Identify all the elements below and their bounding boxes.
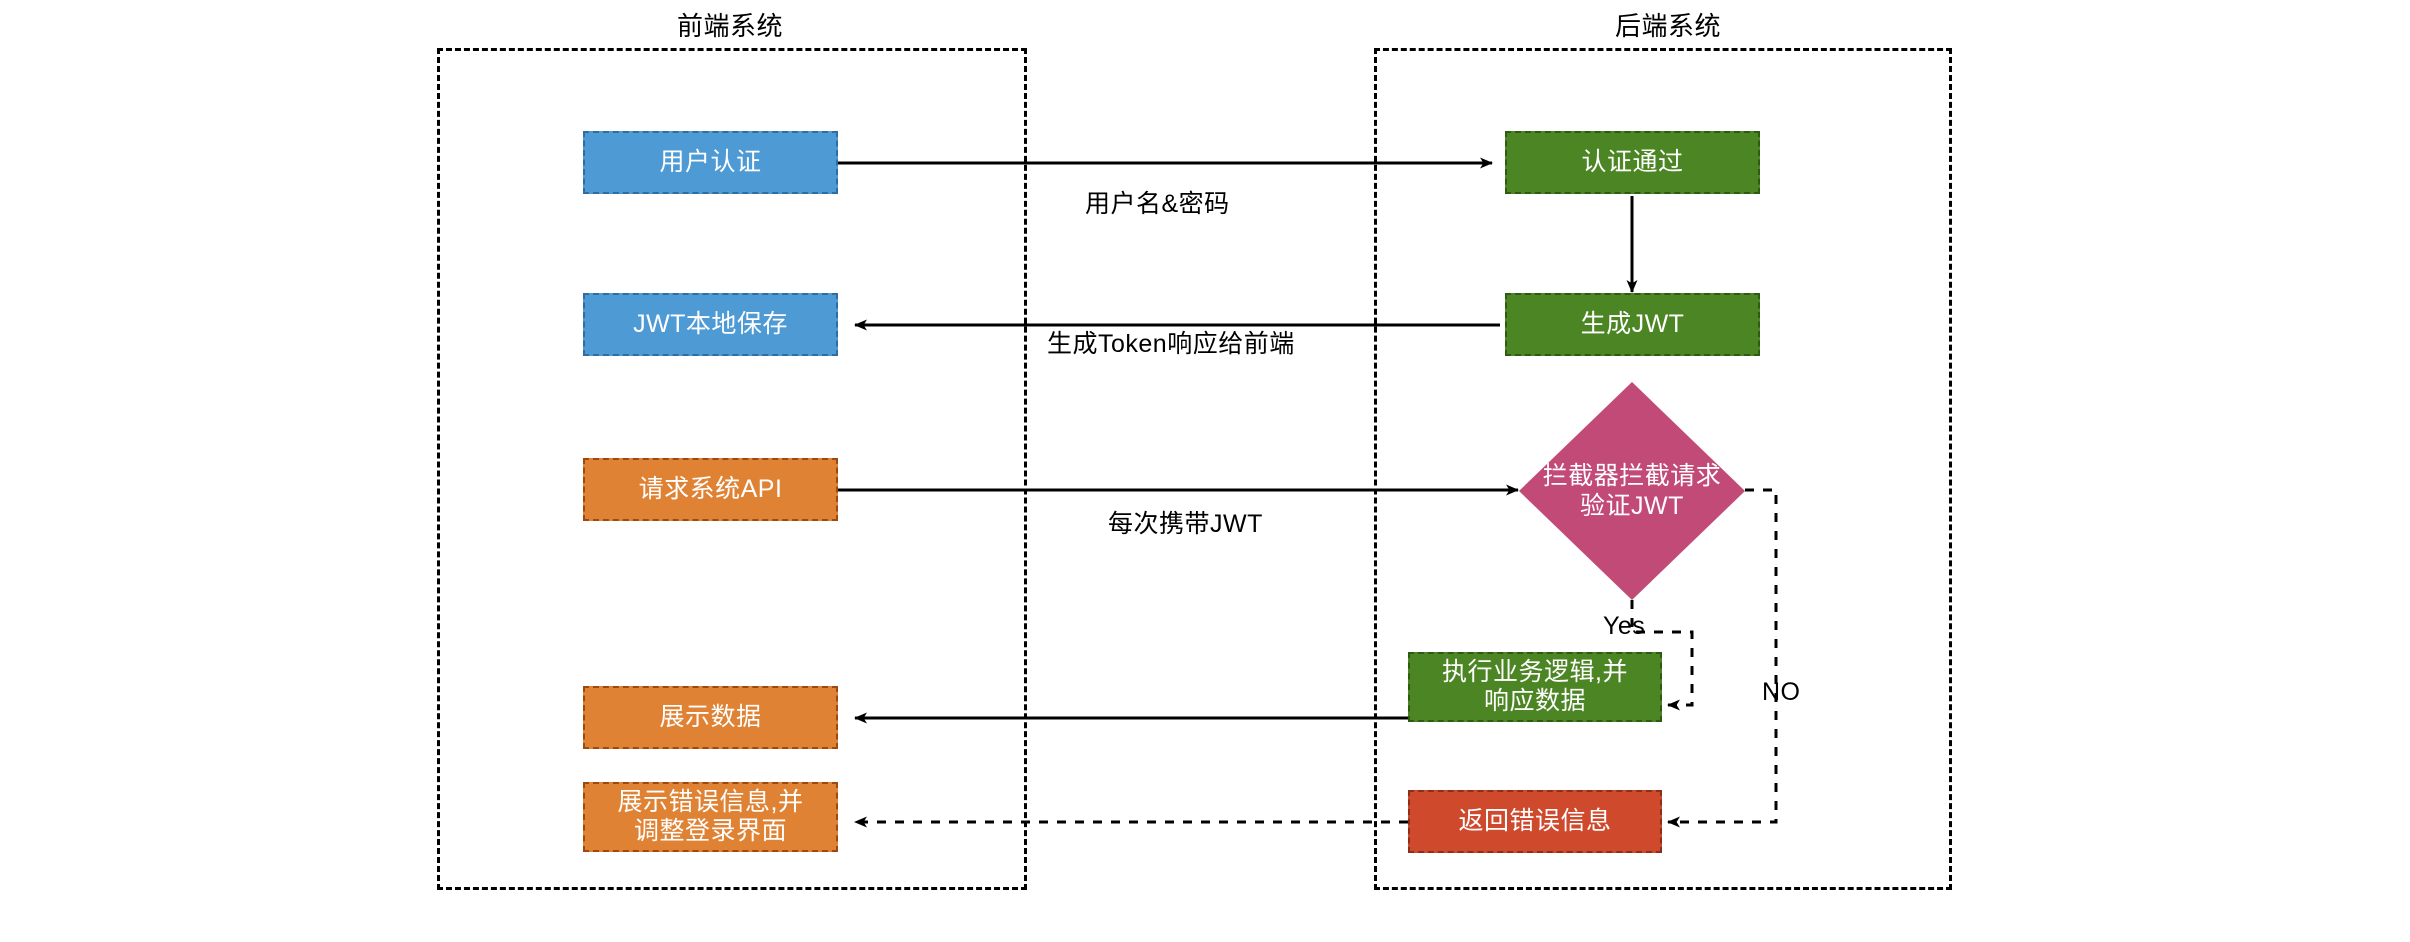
lane-title-backend: 后端系统 xyxy=(1614,11,1721,41)
node-auth-passed[interactable]: 认证通过 xyxy=(1505,131,1760,194)
edge-label-yes: Yes xyxy=(1603,612,1646,640)
node-generate-jwt[interactable]: 生成JWT xyxy=(1505,293,1760,356)
edge-label-token-response: 生成Token响应给前端 xyxy=(1047,330,1295,358)
node-user-auth[interactable]: 用户认证 xyxy=(583,131,838,194)
edge-label-carry-jwt: 每次携带JWT xyxy=(1108,510,1263,538)
node-jwt-local-save[interactable]: JWT本地保存 xyxy=(583,293,838,356)
node-show-error[interactable]: 展示错误信息,并 调整登录界面 xyxy=(583,782,838,852)
lane-title-frontend: 前端系统 xyxy=(676,11,783,41)
node-interceptor-verify-jwt[interactable]: 拦截器拦截请求 验证JWT xyxy=(1519,382,1745,600)
node-interceptor-line1: 拦截器拦截请求 xyxy=(1542,462,1722,490)
node-interceptor-label: 拦截器拦截请求 验证JWT xyxy=(1543,461,1722,521)
node-business-logic-line1: 执行业务逻辑,并 xyxy=(1442,657,1628,686)
node-interceptor-line2: 验证JWT xyxy=(1580,492,1684,520)
node-business-logic[interactable]: 执行业务逻辑,并 响应数据 xyxy=(1408,652,1662,722)
node-business-logic-line2: 响应数据 xyxy=(1483,687,1586,715)
node-return-error[interactable]: 返回错误信息 xyxy=(1408,790,1662,853)
node-show-error-line1: 展示错误信息,并 xyxy=(617,787,804,816)
edge-label-credentials: 用户名&密码 xyxy=(1085,190,1230,218)
lane-container-backend xyxy=(1374,48,1952,890)
node-show-data[interactable]: 展示数据 xyxy=(583,686,838,749)
lane-container-frontend xyxy=(437,48,1027,890)
edge-label-no: NO xyxy=(1762,678,1801,706)
node-show-error-line2: 调整登录界面 xyxy=(633,817,787,845)
node-request-api[interactable]: 请求系统API xyxy=(583,458,838,521)
